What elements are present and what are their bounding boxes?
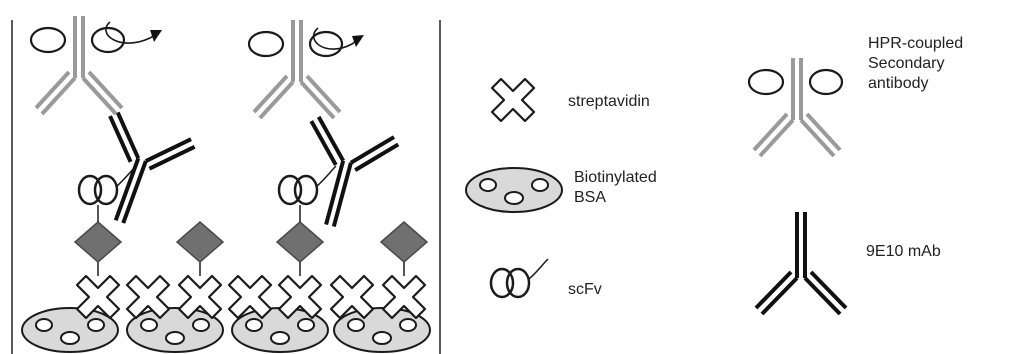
diamond-icon bbox=[380, 221, 428, 263]
black-y-antibody-icon bbox=[754, 210, 848, 316]
bsa-disc bbox=[21, 307, 119, 353]
curved-arrow-icon bbox=[312, 27, 364, 50]
diamond-icon bbox=[176, 221, 224, 263]
scfv-label-text: scFv bbox=[568, 281, 602, 298]
secondary-antibody-line2: Secondary bbox=[868, 55, 945, 72]
biotinylated-bsa-line1: Biotinylated bbox=[574, 169, 657, 186]
secondary-antibody bbox=[29, 14, 126, 116]
secondary-antibody-line3: antibody bbox=[868, 75, 929, 92]
coiled-loop-icon bbox=[489, 257, 550, 299]
curved-arrow-icon bbox=[105, 21, 162, 44]
assay-panel bbox=[11, 14, 441, 354]
biotinylated-bsa-label: Biotinylated BSA bbox=[574, 168, 657, 208]
streptavidin-label: streptavidin bbox=[568, 92, 650, 112]
streptavidin-icon bbox=[329, 274, 375, 320]
diamond-icon bbox=[74, 221, 122, 263]
streptavidin-icon bbox=[227, 274, 273, 320]
secondary-antibody bbox=[247, 18, 344, 120]
scfv-icon bbox=[277, 164, 338, 206]
secondary-antibody-line1: HPR-coupled bbox=[868, 35, 964, 52]
biotinylated-bsa-line2: BSA bbox=[574, 189, 607, 206]
diamond-icon bbox=[276, 221, 324, 263]
cross-icon bbox=[490, 77, 536, 123]
secondary-antibody-label: HPR-coupled Secondary antibody bbox=[868, 34, 963, 94]
mab-antibody bbox=[75, 108, 199, 240]
ellipse-with-circles-icon bbox=[465, 167, 563, 213]
streptavidin-label-text: streptavidin bbox=[568, 93, 650, 110]
mab-label: 9E10 mAb bbox=[866, 242, 941, 262]
scfv-label: scFv bbox=[568, 280, 602, 300]
grey-y-antibody-icon bbox=[747, 56, 844, 158]
mab-label-text: 9E10 mAb bbox=[866, 243, 941, 260]
